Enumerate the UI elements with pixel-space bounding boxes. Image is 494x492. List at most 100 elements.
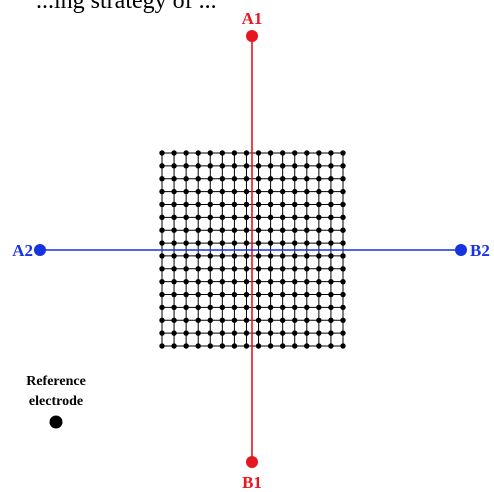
electrode-b1-label: B1	[242, 473, 262, 492]
array-electrode-dot	[267, 330, 274, 336]
array-electrode-dot	[255, 188, 262, 195]
array-electrode-dot	[219, 240, 226, 246]
array-electrode-dot	[171, 163, 177, 169]
array-electrode-dot	[267, 317, 274, 323]
array-electrode-dot	[171, 304, 177, 311]
array-electrode-dot	[316, 317, 322, 323]
array-electrode-dot	[292, 266, 298, 272]
array-electrode-dot	[304, 266, 310, 272]
reference-electrode-label-line2: electrode	[29, 394, 83, 409]
array-electrode-dot	[304, 176, 310, 182]
array-electrode-dot	[292, 317, 298, 323]
array-electrode-dot	[195, 266, 201, 272]
array-electrode-dot	[207, 343, 213, 349]
array-electrode-dot	[195, 253, 201, 259]
array-electrode-dot	[304, 253, 310, 259]
array-electrode-dot	[255, 317, 262, 323]
array-electrode-dot	[231, 176, 238, 182]
array-electrode-dot	[279, 163, 286, 169]
array-electrode-dot	[279, 343, 286, 349]
array-electrode-dot	[279, 214, 286, 221]
array-electrode-dot	[328, 150, 334, 156]
array-electrode-dot	[340, 227, 346, 233]
array-electrode-dot	[207, 304, 213, 311]
array-electrode-dot	[219, 150, 226, 156]
array-electrode-dot	[279, 304, 286, 311]
array-electrode-dot	[243, 240, 250, 246]
array-electrode-dot	[159, 214, 165, 221]
array-electrode-dot	[340, 188, 346, 195]
array-electrode-dot	[316, 291, 322, 298]
array-electrode-dot	[340, 317, 346, 323]
array-electrode-dot	[255, 176, 262, 182]
array-electrode-dot	[159, 343, 165, 349]
array-electrode-dot	[255, 253, 262, 259]
array-electrode-dot	[340, 201, 346, 208]
array-electrode-dot	[171, 253, 177, 259]
array-electrode-dot	[195, 176, 201, 182]
array-electrode-dot	[292, 330, 298, 336]
array-electrode-dot	[255, 201, 262, 208]
array-electrode-dot	[292, 150, 298, 156]
array-electrode-dot	[279, 227, 286, 233]
array-electrode-dot	[231, 330, 238, 336]
array-electrode-dot	[231, 227, 238, 233]
array-electrode-dot	[292, 304, 298, 311]
array-electrode-dot	[340, 214, 346, 221]
array-electrode-dot	[340, 266, 346, 272]
array-electrode-dot	[171, 188, 177, 195]
array-electrode-dot	[304, 304, 310, 311]
array-electrode-dot	[207, 214, 213, 221]
array-electrode-dot	[231, 188, 238, 195]
array-electrode-dot	[207, 317, 213, 323]
array-electrode-dot	[267, 201, 274, 208]
array-electrode-dot	[183, 214, 189, 221]
array-electrode-dot	[316, 330, 322, 336]
array-electrode-dot	[243, 176, 250, 182]
electrode-a1-label: A1	[242, 9, 263, 28]
array-electrode-dot	[183, 150, 189, 156]
array-electrode-dot	[340, 304, 346, 311]
array-electrode-dot	[231, 343, 238, 349]
array-electrode-dot	[207, 253, 213, 259]
array-electrode-dot	[219, 343, 226, 349]
array-electrode-dot	[328, 240, 334, 246]
array-electrode-dot	[183, 201, 189, 208]
array-electrode-dot	[292, 227, 298, 233]
array-electrode-dot	[243, 253, 250, 259]
array-electrode-dot	[159, 291, 165, 298]
array-electrode-dot	[316, 227, 322, 233]
array-electrode-dot	[292, 201, 298, 208]
array-electrode-dot	[316, 214, 322, 221]
array-electrode-dot	[304, 330, 310, 336]
array-electrode-dot	[171, 176, 177, 182]
array-electrode-dot	[267, 240, 274, 246]
array-electrode-dot	[207, 227, 213, 233]
array-electrode-dot	[304, 227, 310, 233]
array-electrode-dot	[183, 188, 189, 195]
array-electrode-dot	[328, 266, 334, 272]
array-electrode-dot	[207, 163, 213, 169]
array-electrode-dot	[219, 201, 226, 208]
array-electrode-dot	[255, 343, 262, 349]
array-electrode-dot	[195, 304, 201, 311]
array-electrode-dot	[267, 304, 274, 311]
array-electrode-dot	[207, 291, 213, 298]
array-electrode-dot	[279, 201, 286, 208]
array-electrode-dot	[267, 214, 274, 221]
array-electrode-dot	[243, 330, 250, 336]
array-electrode-dot	[231, 266, 238, 272]
array-electrode-dot	[207, 266, 213, 272]
array-electrode-dot	[304, 343, 310, 349]
array-electrode-dot	[279, 176, 286, 182]
array-electrode-dot	[340, 163, 346, 169]
array-electrode-dot	[195, 330, 201, 336]
array-electrode-dot	[243, 150, 250, 156]
array-electrode-dot	[243, 304, 250, 311]
electrode-b1-dot	[246, 456, 258, 468]
array-electrode-dot	[255, 227, 262, 233]
array-electrode-dot	[231, 291, 238, 298]
array-electrode-dot	[267, 188, 274, 195]
array-electrode-dot	[231, 304, 238, 311]
array-electrode-dot	[267, 266, 274, 272]
